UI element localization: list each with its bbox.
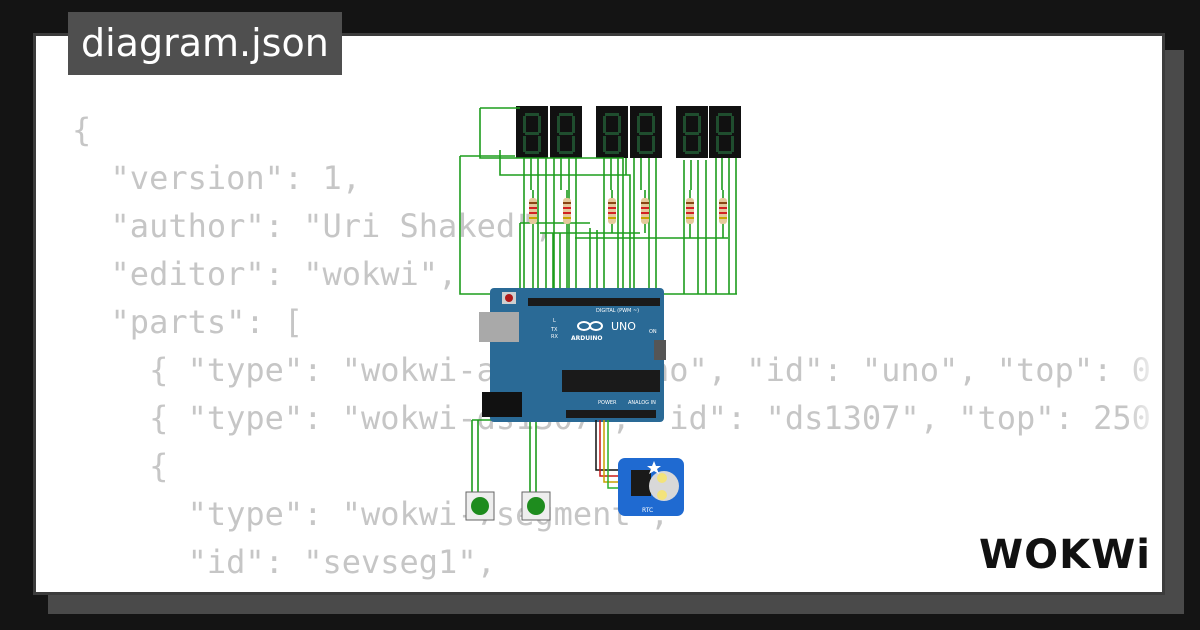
resistor [719,198,727,224]
resistor [686,198,694,224]
code-line: "editor": "wokwi", [72,255,458,293]
code-line: { [72,111,92,149]
resistors [529,198,727,224]
l-label: L [553,318,556,324]
resistor [529,198,537,224]
icsp-header [654,340,666,360]
seven-segment-display [550,106,582,158]
rtc-wires [595,420,620,489]
seven-segment-display [596,106,628,158]
reset-button [505,294,513,302]
code-line: "type": "wokwi-7segment", [72,495,670,533]
on-label: ON [649,329,657,335]
wokwi-logo-text: WOKWi [979,532,1151,578]
resistor [641,198,649,224]
seven-segment-display [630,106,662,158]
usb-port [479,312,519,342]
arduino-label: ARDUINO [571,335,602,342]
seven-segment-displays [516,106,741,158]
power-analog-header [566,410,656,418]
resistor [563,198,571,224]
seven-segment-display [709,106,741,158]
push-button-2 [521,491,551,521]
ds1307-rtc-module: RTC [618,458,684,516]
tx-label: TX [550,327,558,333]
code-line: "top": -222.92, [72,586,1151,592]
digital-header [528,298,660,306]
push-button-1 [465,491,495,521]
power-label: POWER [598,400,617,406]
wokwi-logo[interactable]: WOKWi [975,528,1155,578]
rtc-label: RTC [642,507,653,514]
code-line: "id": "sevseg1", [72,543,496,581]
code-line: { [72,447,169,485]
power-jack [482,392,522,417]
resistor [608,198,616,224]
digital-label: DIGITAL (PWM ~) [596,308,639,314]
file-name-tab: diagram.json [68,12,342,75]
seven-segment-display [516,106,548,158]
code-line: "author": "Uri Shaked", [72,207,554,245]
rx-label: RX [551,334,558,340]
analog-label: ANALOG IN [628,400,656,406]
code-line: "parts": [ [72,303,304,341]
code-line: "version": 1, [72,159,361,197]
code-fade [1126,36,1162,592]
seven-segment-display [676,106,708,158]
atmega-chip [562,370,660,392]
arduino-infinity-icon [577,321,603,331]
uno-label: UNO [611,320,636,333]
adafruit-star-icon [647,461,661,474]
arduino-uno-board: DIGITAL (PWM ~) UNO ARDUINO ON TX RX L P… [479,288,666,422]
